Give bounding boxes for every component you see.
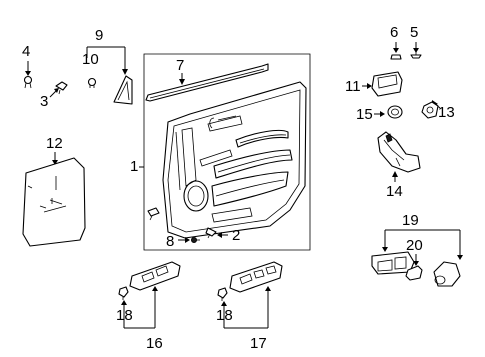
callout-18-left: 18: [116, 286, 158, 329]
svg-text:5: 5: [410, 24, 418, 41]
svg-text:19: 19: [402, 212, 419, 229]
callout-7: 7: [176, 57, 185, 85]
callout-9: 9: [86, 27, 128, 75]
part-15-knob: [387, 105, 403, 119]
part-18-clip-left: [118, 286, 129, 300]
part-2-clip: [205, 227, 217, 239]
part-13-bushing: [421, 101, 439, 119]
part-5-clip: [410, 52, 422, 59]
part-9-mirror-cover: [113, 75, 133, 105]
callout-18-right: 18: [216, 286, 271, 329]
svg-text:3: 3: [40, 93, 48, 110]
svg-text:20: 20: [406, 237, 423, 254]
callout-2: 2: [217, 227, 240, 244]
callout-10: 10: [82, 51, 99, 68]
part-4-clip: [23, 75, 33, 89]
svg-text:2: 2: [232, 227, 240, 244]
svg-text:14: 14: [386, 183, 403, 200]
callout-12: 12: [46, 135, 63, 165]
svg-text:17: 17: [250, 335, 267, 352]
callout-3: 3: [40, 88, 59, 110]
part-8-screw: [190, 236, 200, 243]
svg-text:16: 16: [146, 335, 163, 352]
callout-6: 6: [390, 24, 399, 53]
svg-text:15: 15: [356, 106, 373, 123]
callout-16: 16: [146, 335, 163, 352]
part-1-frame: [143, 53, 311, 251]
part-3-clip: [55, 81, 68, 95]
callout-14: 14: [386, 171, 403, 200]
svg-text:10: 10: [82, 51, 99, 68]
part-1-door-trim-panel: [147, 81, 307, 239]
callout-17: 17: [250, 335, 267, 352]
svg-text:11: 11: [345, 78, 361, 95]
svg-text:12: 12: [46, 135, 63, 152]
svg-text:13: 13: [438, 104, 455, 121]
part-10-clip: [87, 77, 97, 88]
part-18-clip-right: [217, 287, 228, 301]
part-14-inside-handle: [377, 131, 421, 173]
part-11-lamp: [371, 71, 403, 97]
part-12-watershield: [22, 157, 86, 247]
callout-11: 11: [345, 78, 372, 95]
callout-5: 5: [410, 24, 419, 53]
svg-text:1: 1: [130, 158, 138, 175]
part-16-switch-bezel: [129, 261, 181, 291]
part-17-switch-bezel: [229, 261, 283, 293]
callout-20: 20: [406, 237, 423, 266]
part-20-switch: [405, 265, 423, 281]
callout-15: 15: [356, 106, 385, 123]
svg-text:7: 7: [176, 57, 184, 74]
callout-8: 8: [166, 233, 190, 250]
svg-text:4: 4: [22, 43, 30, 60]
callout-4: 4: [22, 43, 31, 76]
callout-19: 19: [382, 212, 463, 260]
part-6-clip: [390, 54, 402, 60]
svg-text:6: 6: [390, 24, 398, 41]
part-19-cap: [433, 261, 461, 287]
svg-text:8: 8: [166, 233, 174, 250]
callout-1: 1: [130, 158, 144, 175]
svg-text:9: 9: [95, 27, 103, 44]
part-7-belt-moulding: [145, 63, 269, 102]
